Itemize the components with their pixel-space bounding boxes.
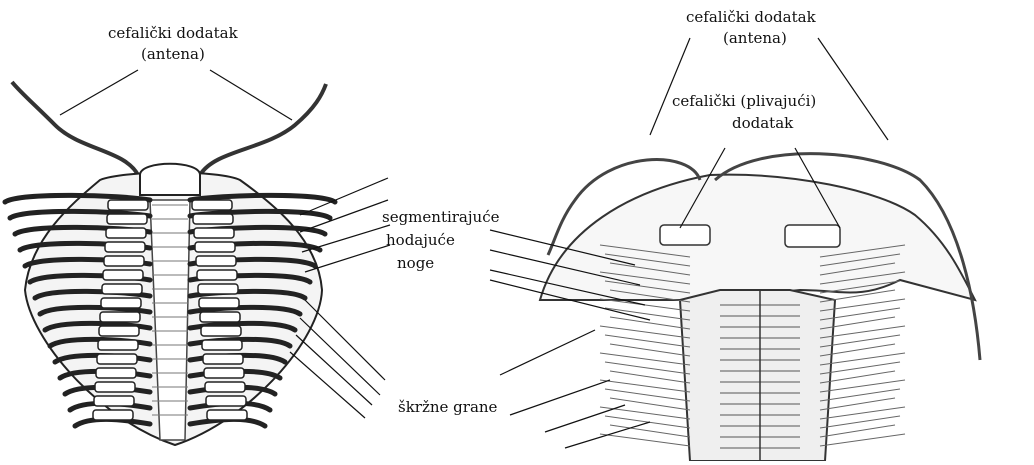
legs-label-line3: noge — [397, 254, 434, 272]
left-segment-block-right — [207, 410, 247, 420]
left-segment-block-right — [206, 396, 246, 406]
right-swim-label-line1: cefalički (plivajući) — [672, 92, 816, 110]
left-segment-block-left — [104, 256, 144, 266]
left-segment-block-left — [99, 326, 139, 336]
left-segment-block-right — [198, 284, 238, 294]
left-segment-block-left — [93, 410, 133, 420]
leader-gill-8 — [565, 422, 650, 448]
left-segment-block-left — [95, 382, 135, 392]
leader-gill-5 — [500, 330, 595, 375]
left-segment-block-left — [100, 312, 140, 322]
left-segment-block-left — [94, 396, 134, 406]
leader-gill-3 — [296, 335, 372, 405]
left-segment-block-left — [106, 228, 146, 238]
left-antenna-label-line2: (antena) — [141, 45, 205, 63]
right-swim-appendage-right — [785, 225, 840, 247]
left-segment-block-left — [103, 270, 143, 280]
leader-gill-4 — [290, 352, 365, 418]
right-fringe-left — [600, 434, 690, 446]
left-segment-block-right — [201, 326, 241, 336]
right-antenna-label-line2: (antena) — [723, 29, 787, 47]
leader-right-antenna-2 — [818, 38, 888, 140]
legs-label-line1: segmentirajuće — [382, 208, 499, 226]
left-segment-block-right — [195, 242, 235, 252]
right-trilobite-illustration — [540, 154, 980, 461]
left-segment-block-left — [108, 200, 148, 210]
right-fringe-right — [820, 434, 905, 446]
left-segment-block-right — [197, 270, 237, 280]
left-segment-block-right — [194, 228, 234, 238]
leader-left-antenna-1 — [60, 70, 138, 115]
leader-right-antenna-1 — [650, 38, 690, 135]
left-segment-block-right — [192, 200, 232, 210]
left-segment-block-left — [101, 298, 141, 308]
left-segment-block-left — [98, 340, 138, 350]
left-segment-block-right — [196, 256, 236, 266]
left-head-shield — [140, 164, 200, 195]
leader-gill-2 — [300, 318, 380, 395]
leader-gill-6 — [510, 380, 610, 415]
left-segment-block-right — [199, 298, 239, 308]
gills-label: škržne grane — [398, 398, 497, 416]
left-antenna-right — [200, 84, 326, 175]
right-swim-appendage-left — [660, 225, 710, 245]
left-segment-block-right — [200, 312, 240, 322]
left-antenna-label-line1: cefalički dodatak — [108, 24, 238, 42]
leader-gill-1 — [305, 300, 385, 380]
leader-leg-2 — [300, 200, 388, 232]
left-antenna-left — [12, 82, 138, 175]
right-antenna-label-line1: cefalički dodatak — [686, 8, 816, 26]
left-segment-block-right — [202, 340, 242, 350]
leader-left-antenna-2 — [210, 70, 292, 120]
left-segment-block-left — [107, 214, 147, 224]
left-segment-block-right — [203, 354, 243, 364]
leader-gill-7 — [545, 405, 625, 432]
left-segment-block-left — [97, 354, 137, 364]
left-trilobite-illustration — [5, 82, 335, 445]
left-segment-block-right — [193, 214, 233, 224]
left-segment-block-left — [102, 284, 142, 294]
right-swim-label-line2: dodatak — [732, 114, 793, 132]
left-segment-block-left — [96, 368, 136, 378]
legs-label-line2: hodajuće — [386, 231, 455, 249]
left-segment-block-right — [204, 368, 244, 378]
left-segment-block-right — [205, 382, 245, 392]
left-segment-block-left — [105, 242, 145, 252]
